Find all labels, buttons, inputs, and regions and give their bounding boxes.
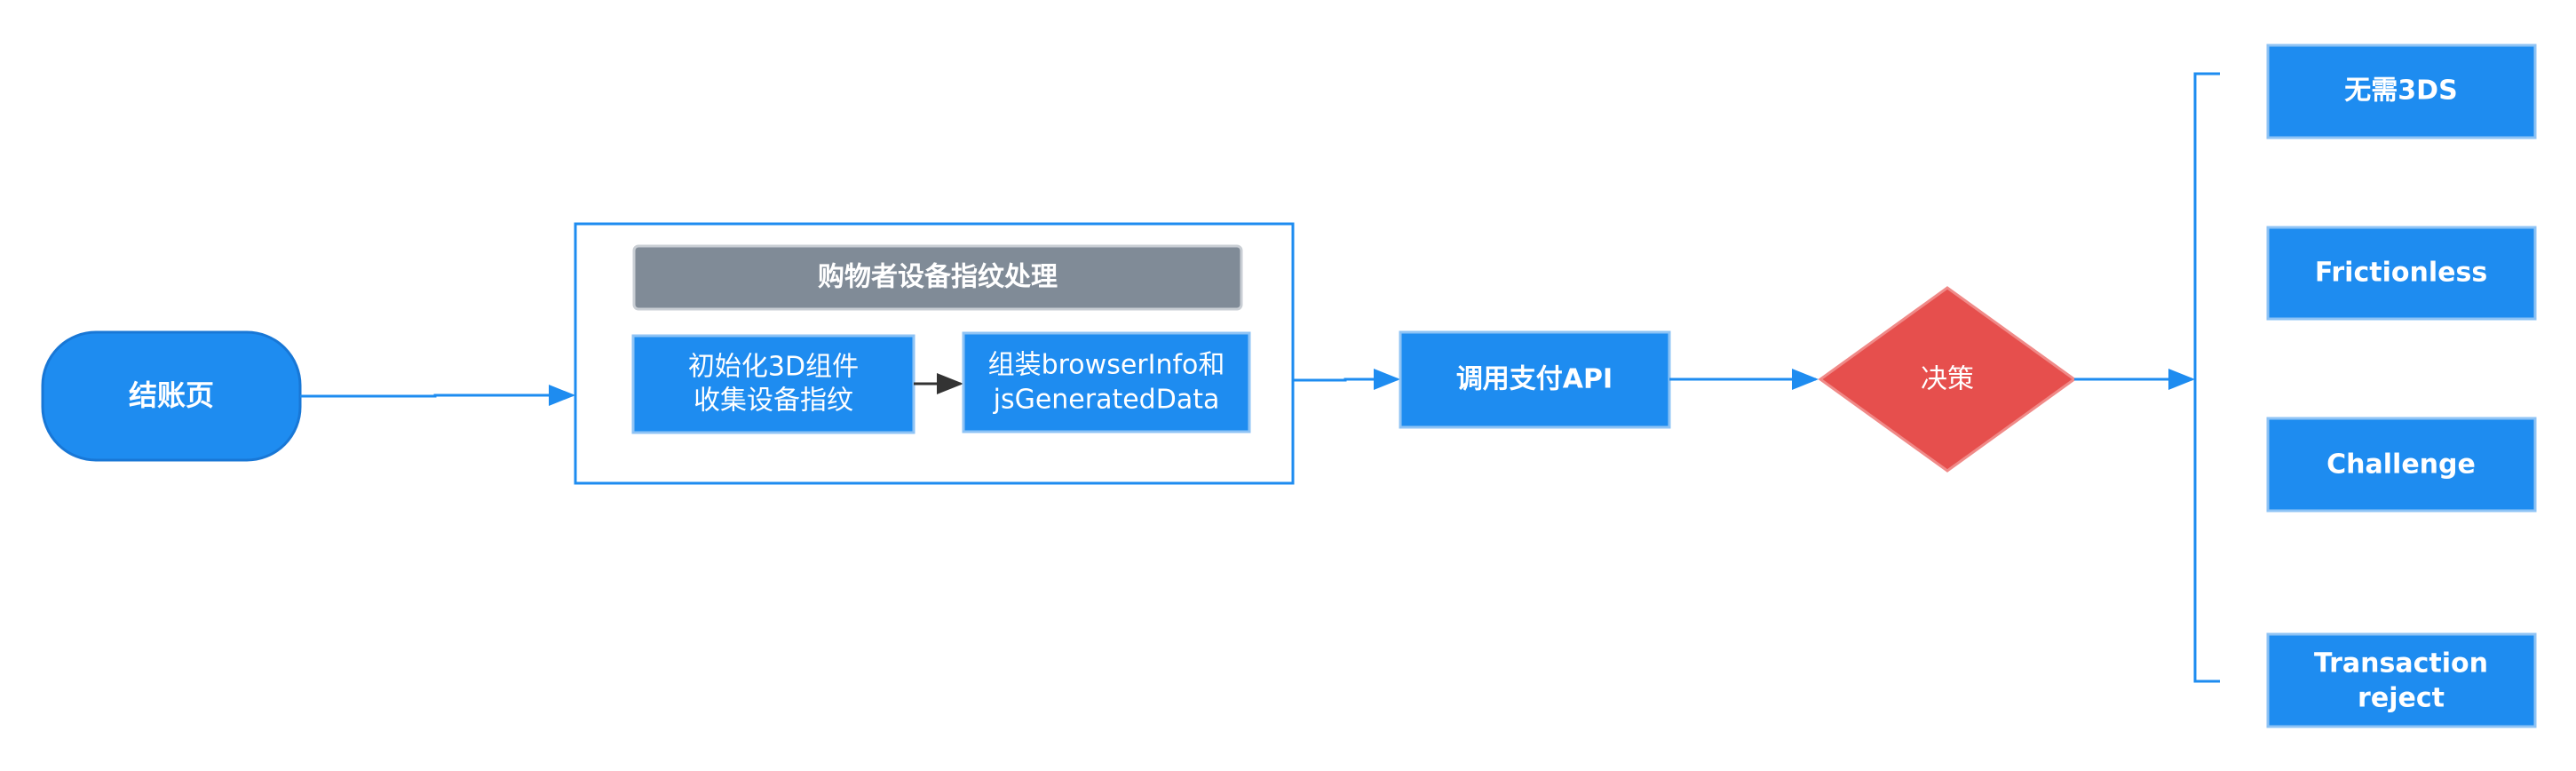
start-node-label: 结账页 [129, 378, 214, 412]
edge-group-to-api [1293, 369, 1400, 390]
outcome-frictionless-node[interactable]: Frictionless [2266, 226, 2537, 321]
call-api-label: 调用支付API [1456, 364, 1613, 395]
assemble-node[interactable]: 组装browserInfo和 jsGeneratedData [962, 331, 1251, 433]
fingerprint-group[interactable] [574, 222, 1295, 485]
start-node[interactable]: 结账页 [41, 330, 302, 462]
outcome-reject-node[interactable]: Transaction reject [2266, 632, 2537, 728]
group-title-bar: 购物者设备指纹处理 [632, 244, 1243, 311]
assemble-label-line1: 组装browserInfo和 [988, 350, 1225, 381]
outcome-reject-label-line2: reject [2358, 683, 2445, 714]
decision-label: 决策 [1921, 364, 1974, 395]
assemble-label-line2: jsGeneratedData [993, 385, 1220, 416]
edge-start-to-group [300, 385, 575, 406]
init-3d-label-line1: 初始化3D组件 [688, 352, 859, 383]
outcome-frictionless-label: Frictionless [2315, 258, 2487, 289]
init-3d-label-line2: 收集设备指纹 [694, 386, 853, 417]
outcome-no-3ds-node[interactable]: 无需3DS [2266, 44, 2537, 139]
call-api-node[interactable]: 调用支付API [1399, 330, 1671, 429]
outcomes-bracket [2193, 72, 2220, 683]
outcome-challenge-label: Challenge [2326, 449, 2476, 481]
init-3d-node[interactable]: 初始化3D组件 收集设备指纹 [631, 334, 915, 434]
outcome-challenge-node[interactable]: Challenge [2266, 417, 2537, 513]
outcome-no-3ds-label: 无需3DS [2344, 76, 2457, 107]
outcome-reject-label-line1: Transaction [2314, 648, 2488, 680]
group-title-label: 购物者设备指纹处理 [818, 262, 1058, 293]
decision-node[interactable]: 决策 [1818, 286, 2077, 473]
